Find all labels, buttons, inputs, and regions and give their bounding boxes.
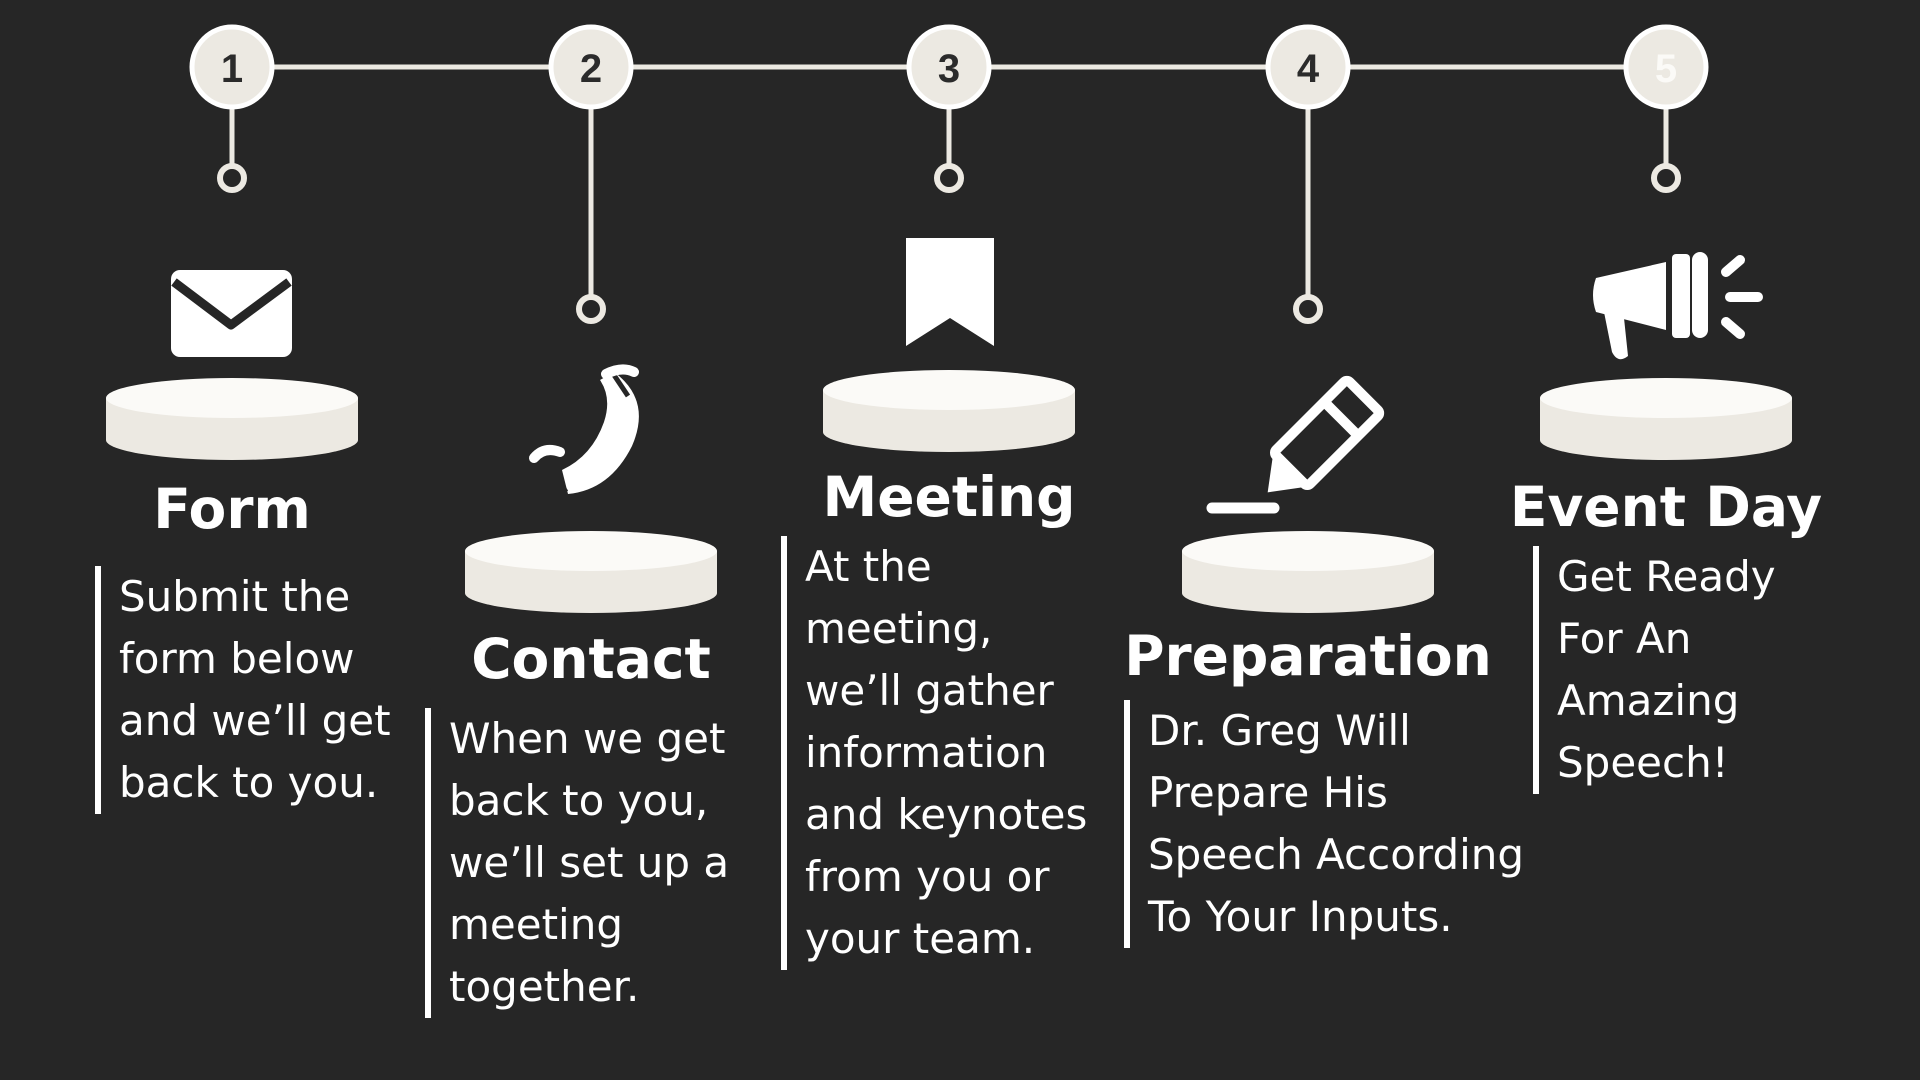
step-3-number: 3 xyxy=(938,47,960,91)
step-1-end-dot xyxy=(217,163,247,193)
bookmark-icon xyxy=(906,238,994,346)
step-1-title: Form xyxy=(153,477,311,541)
megaphone-icon xyxy=(1593,252,1763,360)
step-4-pedestal xyxy=(1182,531,1434,613)
step-5: 5 xyxy=(1540,24,1792,460)
step-3-title: Meeting xyxy=(822,465,1076,529)
step-2-title: Contact xyxy=(471,627,711,691)
step-5-number-circle xyxy=(1623,24,1709,110)
step-5-pedestal xyxy=(1540,378,1792,460)
envelope-icon xyxy=(171,270,292,357)
step-5-title: Event Day xyxy=(1509,475,1823,539)
step-1-description: Submit the form below and we’ll get back… xyxy=(95,566,395,814)
step-2: 2 xyxy=(465,24,717,613)
step-5-number: 5 xyxy=(1655,47,1677,91)
step-2-end-dot xyxy=(576,294,606,324)
step-1-number-circle xyxy=(189,24,275,110)
step-3: 3 xyxy=(823,24,1075,452)
step-4-description: Dr. Greg Will Prepare His Speech Accordi… xyxy=(1124,700,1549,948)
step-3-description: At the meeting, we’ll gather information… xyxy=(781,536,1101,970)
step-5-end-dot xyxy=(1651,163,1681,193)
step-3-end-dot xyxy=(934,163,964,193)
step-1-number: 1 xyxy=(221,47,243,91)
step-4-end-dot xyxy=(1293,294,1323,324)
step-2-pedestal xyxy=(465,531,717,613)
step-3-number-circle xyxy=(906,24,992,110)
step-4-title: Preparation xyxy=(1124,624,1492,688)
step-1: 1 xyxy=(106,24,358,460)
step-4-number-circle xyxy=(1265,24,1351,110)
step-4: 4 xyxy=(1182,24,1434,613)
step-5-description: Get Ready For An Amazing Speech! xyxy=(1533,546,1803,794)
step-2-number: 2 xyxy=(580,47,602,91)
step-2-number-circle xyxy=(548,24,634,110)
pencil-icon xyxy=(1206,375,1385,514)
phone-icon xyxy=(529,364,639,494)
step-1-pedestal xyxy=(106,378,358,460)
step-3-pedestal xyxy=(823,370,1075,452)
step-4-number: 4 xyxy=(1297,47,1320,91)
step-2-description: When we get back to you, we’ll set up a … xyxy=(425,708,740,1018)
